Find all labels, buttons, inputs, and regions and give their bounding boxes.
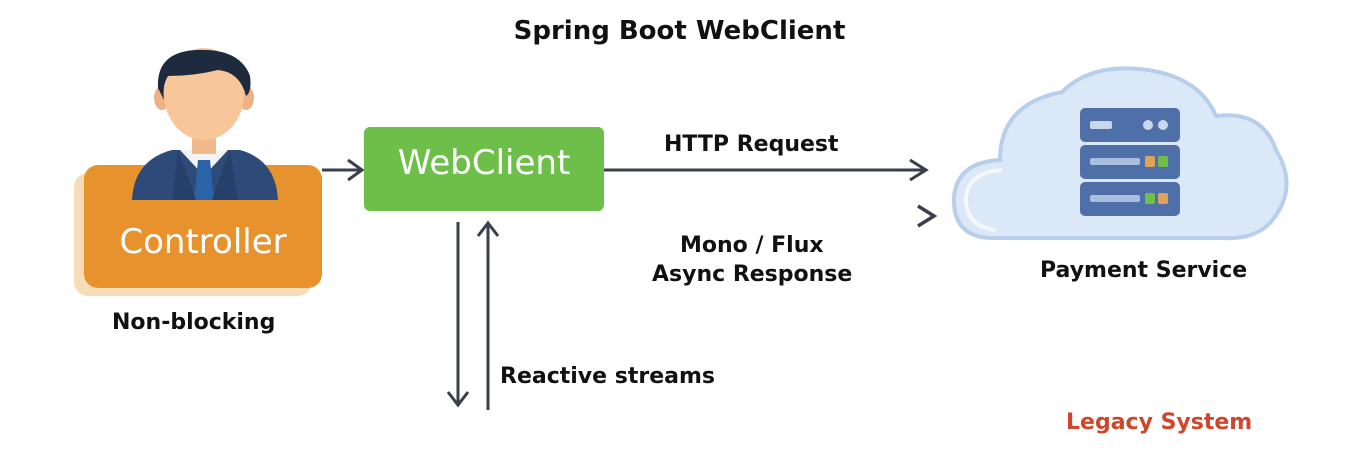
webclient-box (364, 127, 604, 211)
legacy-system-label: Legacy System (1066, 410, 1253, 435)
controller-caption: Non-blocking (112, 310, 276, 335)
arrow-async-response (604, 204, 938, 228)
arrow-down-stream (446, 222, 470, 408)
arrow-up-stream (476, 220, 500, 410)
http-request-label: HTTP Request (664, 132, 839, 157)
payment-service-caption: Payment Service (1040, 258, 1248, 283)
server-icon (1080, 108, 1180, 216)
diagram-title: Spring Boot WebClient (513, 16, 846, 46)
response-label-line1: Mono / Flux (680, 233, 824, 258)
arrow-controller-to-webclient (322, 158, 365, 182)
webclient-label: WebClient (397, 143, 571, 183)
reactive-streams-label: Reactive streams (500, 364, 715, 389)
person-icon (132, 48, 278, 200)
controller-label: Controller (119, 222, 287, 262)
response-label-line2: Async Response (652, 262, 853, 287)
arrow-http-request (604, 158, 929, 182)
